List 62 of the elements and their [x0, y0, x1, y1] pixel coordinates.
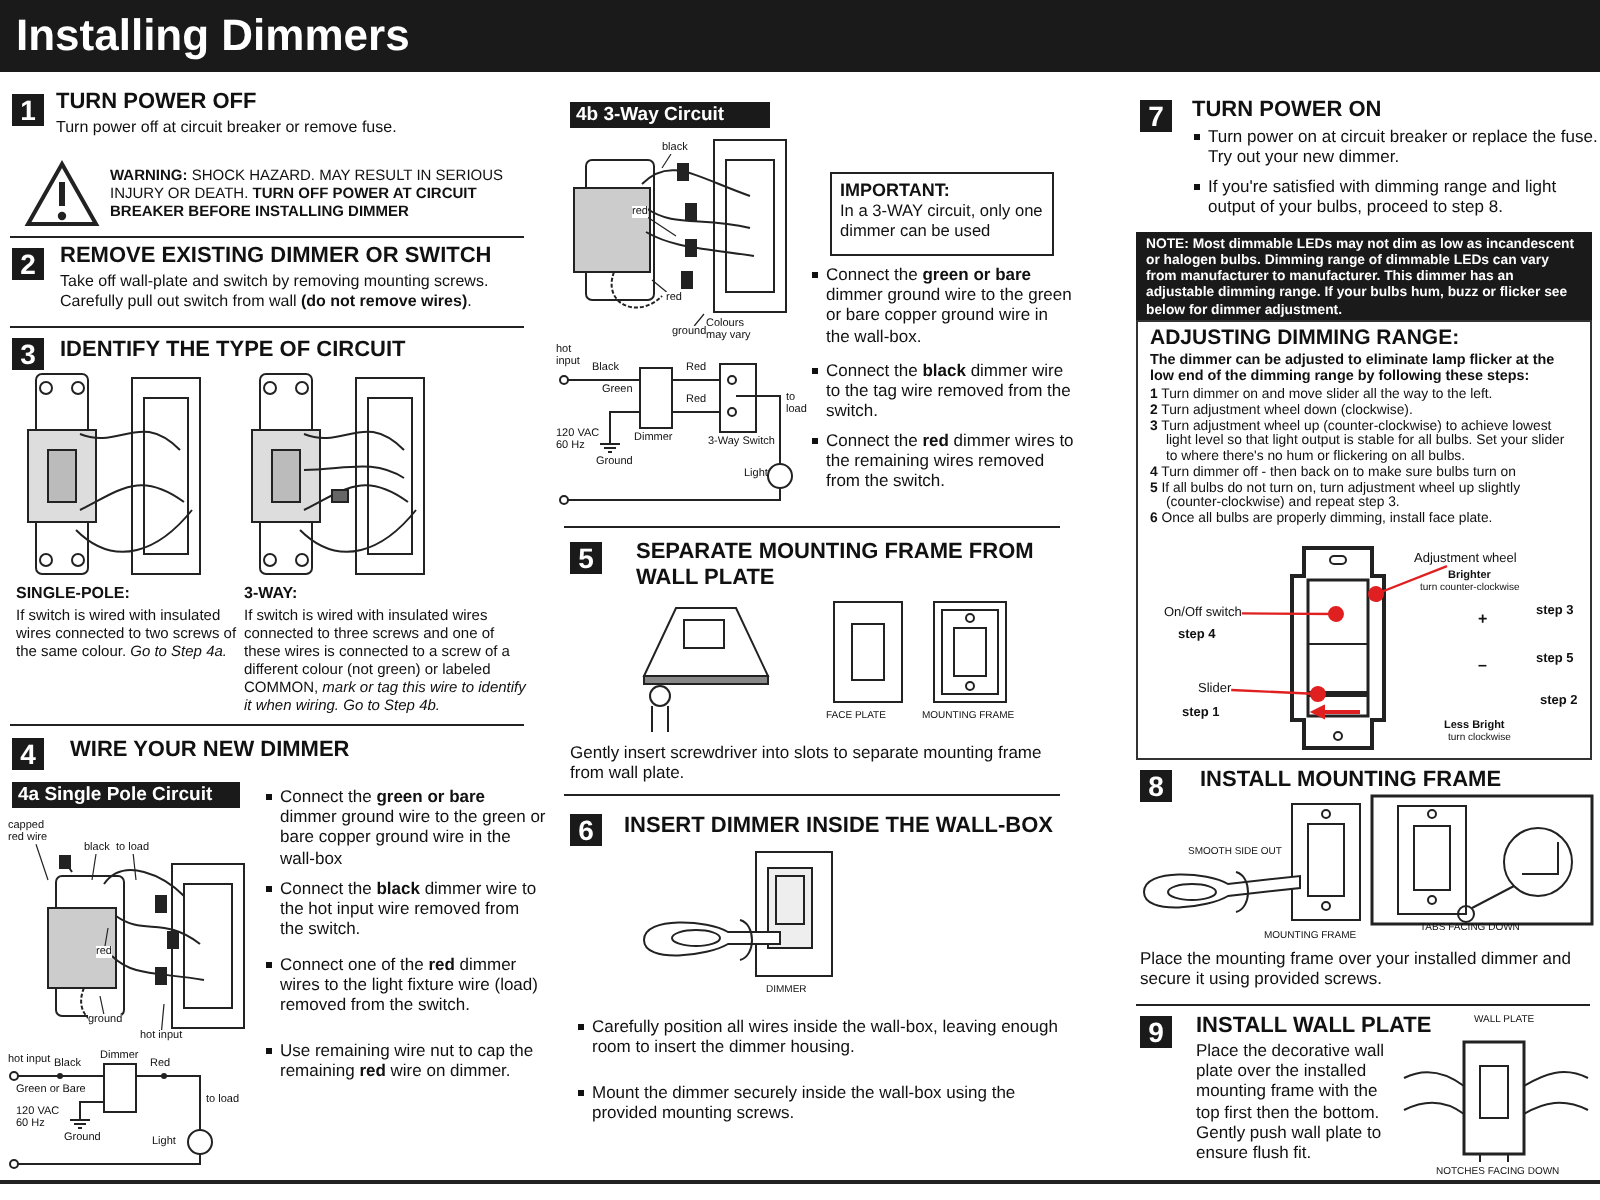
- bullet-text: Connect the black dimmer wire to the hot input wire removed from the switch.: [264, 878, 546, 940]
- leader-line: [661, 153, 672, 169]
- leader-line: [1231, 686, 1326, 702]
- notice-heading: IMPORTANT:: [840, 180, 952, 202]
- bullet-text: Connect the green or bare dimmer ground wire to the green or bare copper ground wire in the wall-box: [264, 786, 546, 868]
- step-heading: INSTALL WALL PLATE: [1196, 1014, 1432, 1041]
- dimmer-drawing: [1290, 546, 1386, 750]
- leader-line: [91, 853, 97, 881]
- page-title: Installing Dimmers: [0, 0, 1600, 72]
- instruction-panel: [1136, 320, 1592, 760]
- minus-sign: –: [1478, 656, 1487, 676]
- step-heading: TURN POWER ON: [1192, 98, 1382, 125]
- step-number: 8: [1140, 770, 1172, 802]
- leader-line: [1368, 565, 1448, 602]
- step-number: 6: [570, 814, 602, 846]
- section-heading: 4a Single Pole Circuit: [12, 782, 240, 808]
- step-heading: INSTALL MOUNTING FRAME: [1200, 768, 1502, 795]
- bullet-text: Use remaining wire nut to cap the remaining red wire on dimmer.: [264, 1040, 546, 1081]
- step-number: 1: [12, 94, 44, 126]
- three-way-wiring-drawing: [573, 139, 787, 313]
- step-number: 7: [1140, 100, 1172, 132]
- notice-text: In a 3-WAY circuit, only one dimmer can be used: [840, 201, 1044, 242]
- bullet-text: Connect the green or bare dimmer ground wire to the green or bare copper ground wire in the wall-box.: [810, 264, 1076, 346]
- leader-line: [132, 853, 137, 881]
- section-heading: 4b 3-Way Circuit: [570, 102, 770, 128]
- leader-line: [99, 995, 105, 1015]
- step-text: Take off wall-plate and switch by removing mounting screws. Carefully pull out switch from wall (do not remove wires).: [60, 272, 491, 311]
- step-heading: WIRE YOUR NEW DIMMER: [70, 738, 350, 765]
- notice-box: [830, 172, 1054, 256]
- step-number: 5: [570, 542, 602, 574]
- plus-sign: +: [1478, 610, 1488, 630]
- step-heading: SEPARATE MOUNTING FRAME FROM WALL PLATE: [636, 540, 1036, 593]
- step-heading: IDENTIFY THE TYPE OF CIRCUIT: [60, 338, 406, 365]
- step-number: 9: [1140, 1016, 1172, 1048]
- leader-line: [1241, 606, 1344, 622]
- step-heading: REMOVE EXISTING DIMMER OR SWITCH: [60, 244, 492, 271]
- step-text: Gently insert screwdriver into slots to separate mounting frame from wall plate.: [570, 742, 1044, 783]
- step-text: Place the mounting frame over your installed dimmer and secure it using provided screws.: [1140, 948, 1573, 989]
- leader-line: [651, 279, 668, 293]
- leader-line: [35, 843, 49, 881]
- step-text: Turn power off at circuit breaker or remove fuse.: [56, 118, 399, 138]
- leader-line: [104, 927, 109, 947]
- circuit-type-heading: SINGLE-POLE:: [16, 584, 130, 604]
- step-heading: TURN POWER OFF: [56, 90, 257, 117]
- bullet-text: Connect one of the red dimmer wires to the light fixture wire (load) removed from the switch.: [264, 954, 546, 1016]
- circuit-type-heading: 3-WAY:: [244, 584, 298, 604]
- leader-line: [693, 313, 705, 327]
- step-heading: INSERT DIMMER INSIDE THE WALL-BOX: [624, 814, 1053, 841]
- step-text: Place the decorative wall plate over the installed mounting frame with the top first then the bottom. Gently push wall plate to ensure flush fit.: [1196, 1040, 1387, 1163]
- panel-heading: ADJUSTING DIMMING RANGE:: [1150, 326, 1462, 352]
- step-number: 3: [12, 338, 44, 370]
- bullet-text: Connect the red dimmer wires to the remaining wires removed from the switch.: [810, 430, 1076, 492]
- bullet-text: Carefully position all wires inside the wall-box, leaving enough room to insert the dimmer housing.: [576, 1016, 1072, 1057]
- bullet-text: Connect the black dimmer wire to the tag wire removed from the switch.: [810, 360, 1076, 422]
- bullet-text: Mount the dimmer securely inside the wall-box using the provided mounting screws.: [576, 1082, 1072, 1123]
- leader-line: [161, 1003, 165, 1031]
- bullet-text: Turn power on at circuit breaker or replace the fuse. Try out your new dimmer.: [1192, 126, 1600, 167]
- leader-line: [647, 216, 677, 237]
- bullet-text: If you're satisfied with dimming range and light output of your bulbs, proceed to step 8.: [1192, 176, 1600, 217]
- step-number: 2: [12, 248, 44, 280]
- step-number: 4: [12, 738, 44, 770]
- single-pole-wiring-drawing: [47, 855, 245, 1029]
